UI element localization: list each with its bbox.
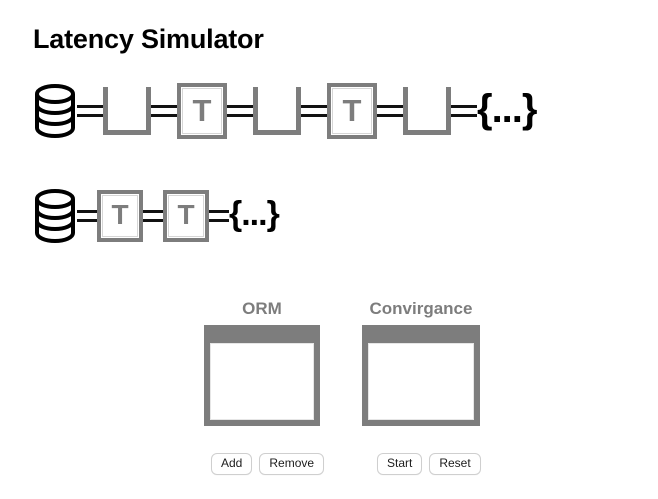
transform-node-label: T (192, 92, 212, 128)
transform-node: T (327, 83, 377, 139)
transform-node-label: T (342, 92, 362, 128)
orm-panel: ORM (204, 299, 320, 426)
database-cylinder-icon (35, 189, 75, 243)
result-terminal-label: {...} (229, 195, 280, 233)
pipeline-connector (301, 104, 327, 118)
transform-node: T (177, 83, 227, 139)
convirgance-pipeline-diagram: T T {...} (33, 188, 280, 244)
pipeline-connector (77, 104, 103, 118)
u-bracket-icon (253, 87, 301, 135)
pipeline-connector (377, 104, 403, 118)
start-button[interactable]: Start (377, 453, 423, 476)
u-bracket-icon (403, 87, 451, 135)
orm-button-group: Add Remove (211, 453, 325, 476)
pipeline-connector (209, 209, 229, 223)
reset-button[interactable]: Reset (429, 453, 481, 476)
pipeline-connector (143, 209, 163, 223)
remove-button[interactable]: Remove (259, 453, 325, 476)
transform-node-label: T (177, 199, 195, 230)
u-bracket-icon (103, 87, 151, 135)
add-button[interactable]: Add (211, 453, 253, 476)
transform-node: T (97, 190, 143, 242)
convirgance-canvas-surface[interactable] (368, 343, 474, 420)
pipeline-connector (151, 104, 177, 118)
database-cylinder-icon (35, 84, 75, 138)
convirgance-button-group: Start Reset (377, 453, 481, 476)
orm-pipeline-diagram: T T {...} (33, 83, 537, 139)
orm-canvas-surface[interactable] (210, 343, 314, 420)
orm-canvas[interactable] (204, 325, 320, 426)
orm-panel-label: ORM (242, 299, 282, 318)
convirgance-canvas[interactable] (362, 325, 480, 426)
pipeline-connector (451, 104, 477, 118)
pipeline-connector (77, 209, 97, 223)
transform-node: T (163, 190, 209, 242)
convirgance-panel-label: Convirgance (369, 299, 473, 318)
pipeline-connector (227, 104, 253, 118)
result-terminal-label: {...} (477, 87, 537, 131)
page-title: Latency Simulator (33, 24, 264, 54)
convirgance-panel: Convirgance (362, 299, 480, 426)
transform-node-label: T (111, 199, 129, 230)
